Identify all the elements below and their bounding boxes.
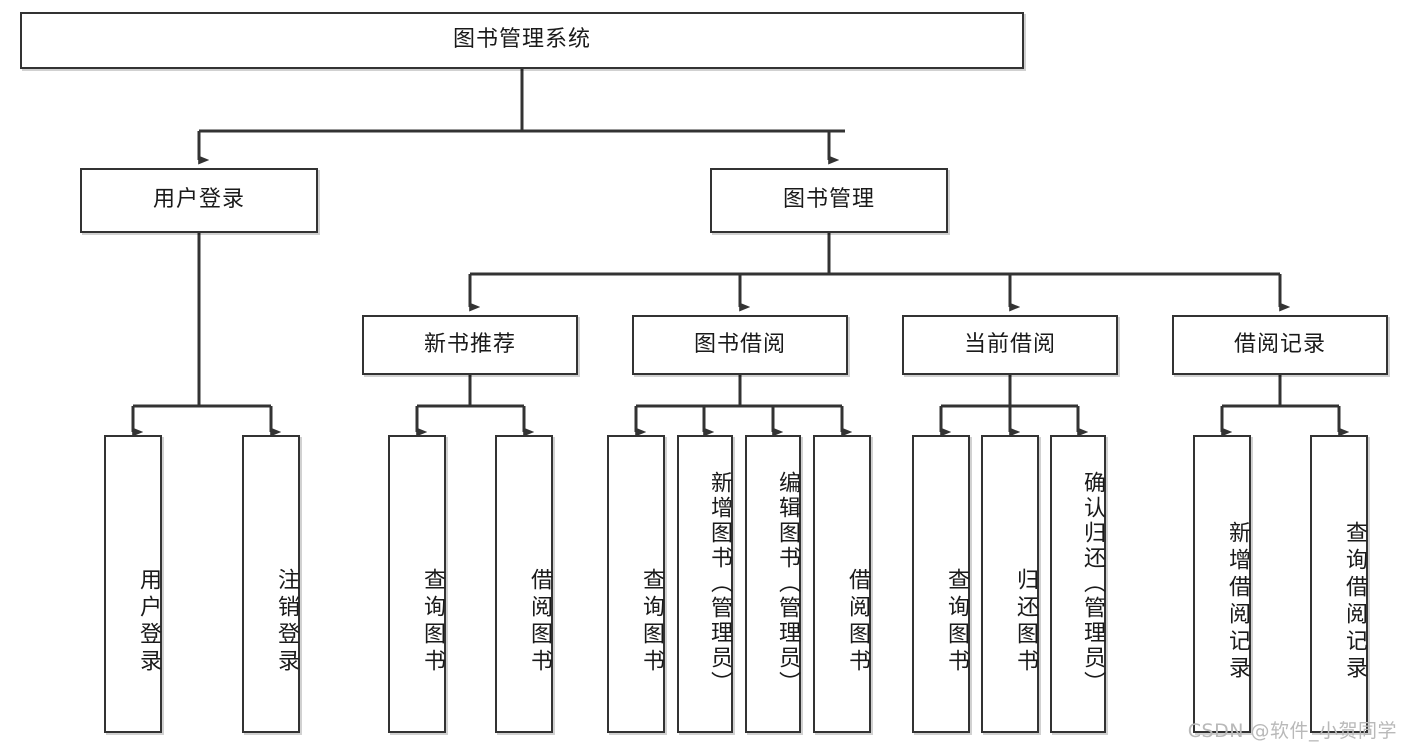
node-book-borrow[interactable]: 图书借阅 [632, 315, 848, 375]
node-leaf-return-book-label: 归还图书 [1013, 568, 1038, 676]
watermark-text: CSDN @软件_小贺同学 [1187, 720, 1397, 742]
node-leaf-add-record[interactable]: 新增借阅记录 [1193, 435, 1251, 733]
node-leaf-borrow-book-2[interactable]: 借阅图书 [813, 435, 871, 733]
node-leaf-user-logout-label: 注销登录 [274, 568, 299, 676]
node-book-borrow-label: 图书借阅 [693, 331, 786, 357]
node-borrow-record[interactable]: 借阅记录 [1172, 315, 1388, 375]
node-leaf-edit-book[interactable]: 编辑图书（管理员） [745, 435, 801, 733]
node-current-borrow-label: 当前借阅 [963, 331, 1056, 357]
node-leaf-edit-book-label: 编辑图书（管理员） [775, 470, 800, 696]
node-leaf-add-book[interactable]: 新增图书（管理员） [677, 435, 733, 733]
node-user-login[interactable]: 用户登录 [80, 168, 318, 233]
node-borrow-record-label: 借阅记录 [1233, 331, 1326, 357]
node-new-book-rec-label: 新书推荐 [423, 331, 516, 357]
node-leaf-borrow-book-2-label: 借阅图书 [845, 568, 870, 676]
node-leaf-query-book-1-label: 查询图书 [420, 568, 445, 676]
node-book-manage-label: 图书管理 [782, 187, 875, 213]
node-leaf-user-login-label: 用户登录 [136, 568, 161, 676]
node-leaf-query-book-1[interactable]: 查询图书 [388, 435, 446, 733]
node-leaf-borrow-book-1-label: 借阅图书 [527, 568, 552, 676]
node-new-book-rec[interactable]: 新书推荐 [362, 315, 578, 375]
node-leaf-query-book-2-label: 查询图书 [639, 568, 664, 676]
node-book-manage[interactable]: 图书管理 [710, 168, 948, 233]
node-leaf-confirm-return-label: 确认归还（管理员） [1080, 470, 1105, 696]
node-leaf-add-book-label: 新增图书（管理员） [707, 470, 732, 696]
node-leaf-query-book-2[interactable]: 查询图书 [607, 435, 665, 733]
node-leaf-user-login[interactable]: 用户登录 [104, 435, 162, 733]
node-root-label: 图书管理系统 [452, 27, 591, 53]
node-user-login-label: 用户登录 [152, 187, 245, 213]
node-root[interactable]: 图书管理系统 [20, 12, 1024, 69]
node-leaf-query-book-3[interactable]: 查询图书 [912, 435, 970, 733]
node-leaf-return-book[interactable]: 归还图书 [981, 435, 1039, 733]
node-leaf-query-book-3-label: 查询图书 [944, 568, 969, 676]
node-leaf-confirm-return[interactable]: 确认归还（管理员） [1050, 435, 1106, 733]
node-leaf-query-record-label: 查询借阅记录 [1342, 521, 1367, 683]
node-leaf-add-record-label: 新增借阅记录 [1225, 521, 1250, 683]
node-leaf-query-record[interactable]: 查询借阅记录 [1310, 435, 1368, 733]
node-leaf-user-logout[interactable]: 注销登录 [242, 435, 300, 733]
node-leaf-borrow-book-1[interactable]: 借阅图书 [495, 435, 553, 733]
node-current-borrow[interactable]: 当前借阅 [902, 315, 1118, 375]
